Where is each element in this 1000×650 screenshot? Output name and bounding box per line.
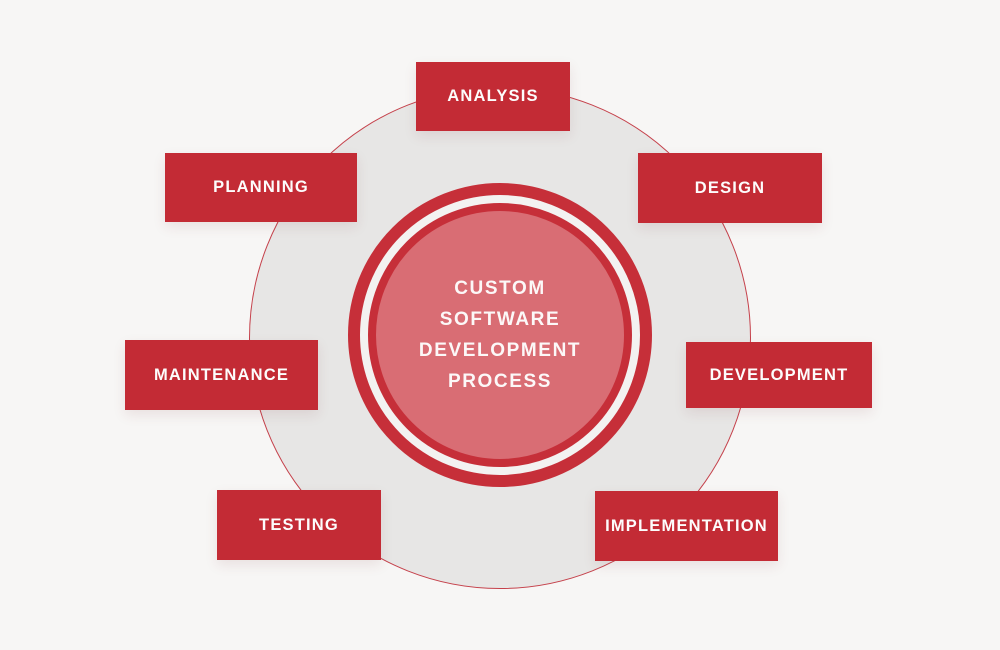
center-title-line: DEVELOPMENT [418, 340, 582, 361]
center-title-line: PROCESS [447, 371, 553, 392]
stage-label: DEVELOPMENT [709, 365, 849, 384]
center-title-line: CUSTOM [454, 278, 546, 299]
stage-label: DESIGN [694, 178, 766, 197]
stage-maintenance: MAINTENANCE [125, 340, 318, 410]
center-circle: CUSTOM SOFTWARE DEVELOPMENT PROCESS [368, 203, 632, 467]
stage-label: IMPLEMENTATION [605, 516, 768, 535]
stage-label: TESTING [259, 515, 339, 534]
stage-development: DEVELOPMENT [686, 342, 872, 408]
stage-analysis: ANALYSIS [416, 62, 570, 131]
stage-label: PLANNING [213, 178, 309, 196]
stage-implementation: IMPLEMENTATION [595, 491, 778, 561]
stage-design: DESIGN [638, 153, 822, 223]
stage-label: MAINTENANCE [153, 365, 290, 384]
stage-planning: PLANNING [165, 153, 357, 222]
center-title-line: SOFTWARE [439, 309, 561, 330]
stage-label: ANALYSIS [447, 87, 539, 105]
stage-testing: TESTING [217, 490, 381, 560]
